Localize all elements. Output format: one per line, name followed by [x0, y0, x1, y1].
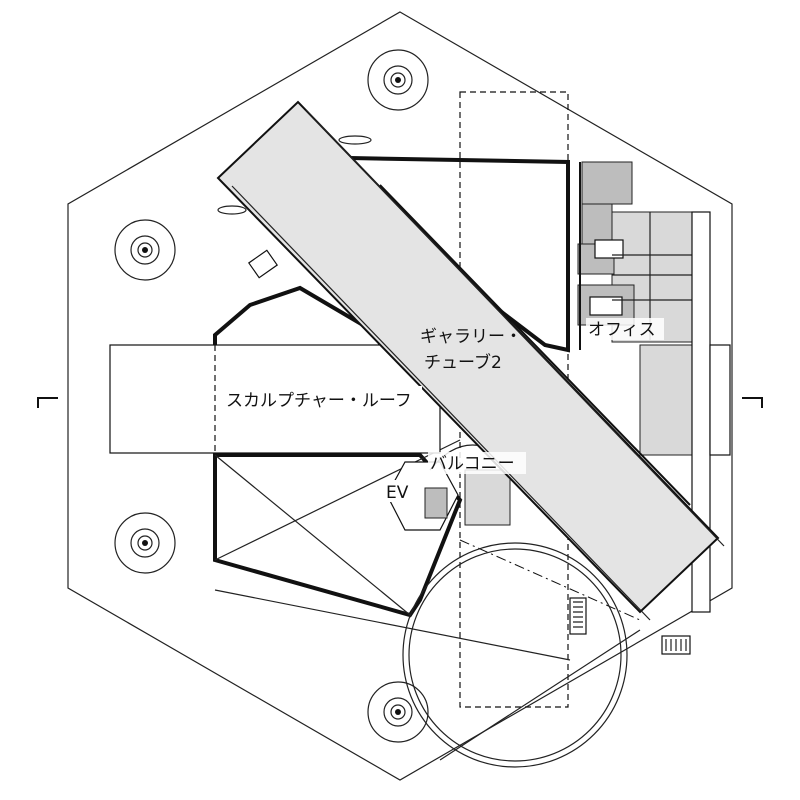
- ev-shaft: [424, 487, 448, 519]
- stair-icon: [247, 249, 279, 279]
- gallery-tube-edge: [305, 109, 725, 547]
- section-marker-icon: [37, 397, 58, 408]
- axis-line: [439, 629, 641, 761]
- gallery-tube-edge: [231, 185, 651, 621]
- office-room: [639, 344, 693, 456]
- balcony-room: [464, 469, 511, 526]
- east-bay: [709, 344, 731, 456]
- hexagon-boundary: [67, 11, 733, 781]
- stair-icon: [661, 635, 691, 655]
- column-icon: [367, 681, 429, 743]
- column-icon: [114, 219, 176, 281]
- label-bg: [384, 480, 418, 502]
- label-bg: [428, 452, 526, 474]
- office-room: [581, 161, 633, 205]
- axis-line: [214, 589, 571, 661]
- label-gallery-tube-line2: チューブ2: [424, 352, 502, 373]
- circular-gallery-inner: [408, 548, 622, 762]
- circular-gallery: [402, 542, 628, 768]
- label-bg: [586, 318, 664, 340]
- stair-icon: [569, 597, 587, 635]
- office-room: [594, 239, 624, 259]
- cross-line: [214, 454, 411, 616]
- label-sculpture-roof: スカルプチャー・ルーフ: [226, 391, 412, 411]
- cross-line: [214, 439, 461, 561]
- label-balcony: バルコニー: [430, 454, 515, 474]
- office-room: [589, 296, 623, 316]
- label-gallery-tube-line1: ギャラリー・: [420, 327, 522, 347]
- column-icon: [114, 512, 176, 574]
- tube-end-mark: [217, 205, 247, 215]
- office-room: [581, 203, 613, 245]
- label-ev: EV: [386, 483, 409, 503]
- tube-end-mark: [338, 135, 372, 145]
- gallery-tube-centerline: [379, 184, 691, 506]
- column-icon: [367, 49, 429, 111]
- label-office: オフィス: [588, 320, 656, 340]
- section-marker-icon: [742, 397, 763, 408]
- label-bg: [222, 386, 422, 412]
